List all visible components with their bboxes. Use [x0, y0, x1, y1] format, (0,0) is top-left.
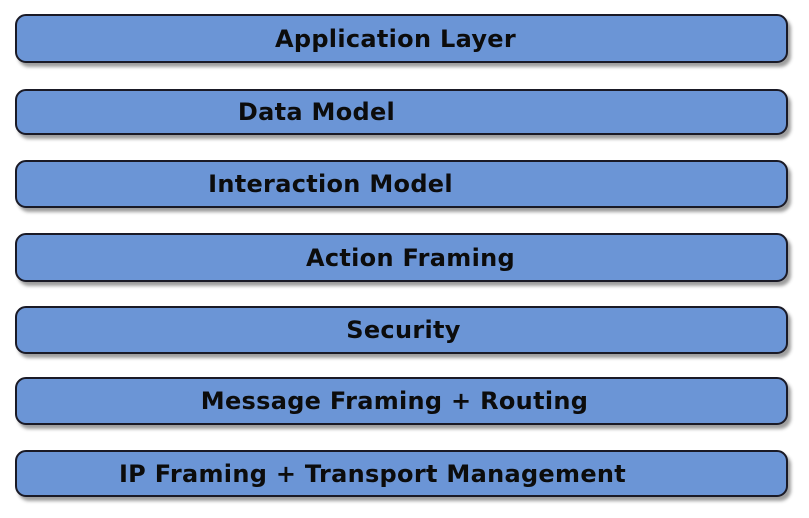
layer-label: Message Framing + Routing: [200, 387, 589, 415]
layer-block-message-framing-routing: Message Framing + Routing: [15, 377, 788, 425]
layer-label: Interaction Model: [208, 170, 453, 198]
layer-label: Security: [346, 316, 461, 344]
layer-block-action-framing: Action Framing: [15, 233, 788, 282]
layer-block-data-model: Data Model: [15, 89, 788, 135]
layer-label: Data Model: [237, 98, 396, 126]
layer-block-ip-framing-transport-management: IP Framing + Transport Management: [15, 450, 788, 497]
layer-block-interaction-model: Interaction Model: [15, 160, 788, 208]
layer-block-security: Security: [15, 306, 788, 354]
layer-label: Application Layer: [274, 24, 517, 53]
layer-label: Action Framing: [305, 243, 516, 272]
layer-block-application-layer: Application Layer: [15, 14, 788, 63]
layer-label: IP Framing + Transport Management: [118, 459, 627, 488]
